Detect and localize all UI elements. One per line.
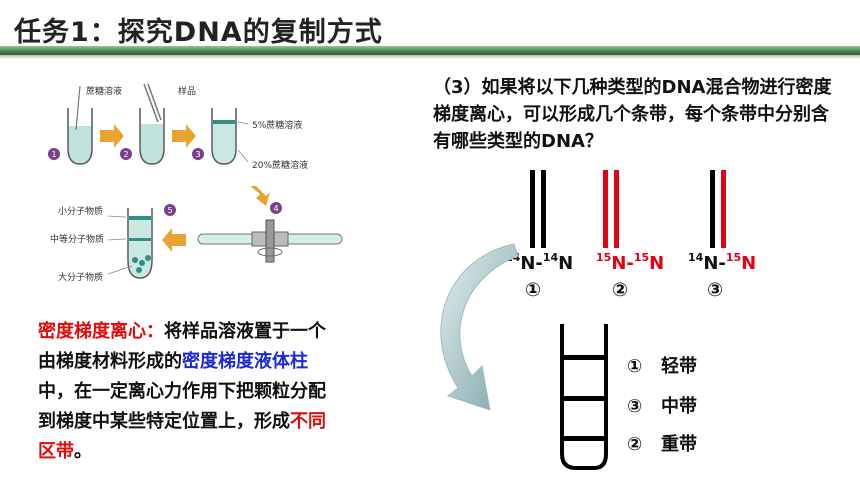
band-light xyxy=(564,355,604,360)
dna-14n-15n-strands xyxy=(710,170,726,248)
tube-3 xyxy=(211,108,237,165)
label-sucrose-solution: 蔗糖溶液 xyxy=(86,87,123,97)
arrow-1-to-2 xyxy=(100,124,124,148)
tube-5 xyxy=(127,208,153,279)
arrow-4-to-5 xyxy=(162,228,186,252)
band-heavy xyxy=(564,436,604,441)
svg-text:3: 3 xyxy=(195,150,200,159)
label-large-molecules: 大分子物质 xyxy=(58,273,104,283)
dna-14n-14n-strands xyxy=(530,170,546,248)
title-underline-shadow xyxy=(0,55,860,59)
curved-arrow xyxy=(440,243,519,411)
step-2-marker xyxy=(120,148,132,160)
svg-text:1: 1 xyxy=(51,150,56,159)
dna-label-14n-15n: 14N-15N xyxy=(688,251,757,274)
centrifugation-illustration: 1 2 3 4 xyxy=(40,80,370,290)
step-4-marker xyxy=(270,202,282,214)
label-medium-molecules: 中等分子物质 xyxy=(50,235,105,245)
step-5-marker xyxy=(164,204,176,216)
definition-highlight-blue: 密度梯度液体柱 xyxy=(182,351,308,372)
tube-1 xyxy=(67,85,93,165)
question-text: （3）如果将以下几种类型的DNA混合物进行密度梯度离心，可以形成几个条带，每个条… xyxy=(433,77,832,152)
title-underline xyxy=(0,46,860,55)
dna-number-1: ① xyxy=(525,279,542,301)
dna-number-3: ③ xyxy=(707,279,724,301)
label-small-molecules: 小分子物质 xyxy=(58,207,104,217)
step-3-marker xyxy=(192,148,204,160)
dna-number-2: ② xyxy=(612,279,629,301)
centrifuge-rotor xyxy=(197,219,343,263)
definition-part-2: 中，在一定离心力作用下把颗粒分配到梯度中某些特定位置上，形成 xyxy=(38,381,326,432)
label-sucrose-5: 5%蔗糖溶液 xyxy=(252,121,303,131)
header-bar: 任务1：探究DNA的复制方式 xyxy=(0,0,860,62)
svg-text:2: 2 xyxy=(123,150,128,159)
centrifugation-steps-svg: 1 2 3 4 xyxy=(48,83,343,279)
label-sample: 样品 xyxy=(178,87,197,97)
band-middle xyxy=(564,396,604,401)
dna-strands-svg xyxy=(530,170,726,248)
dna-15n-15n-strands xyxy=(603,170,619,248)
definition-term: 密度梯度离心： xyxy=(38,321,164,342)
definition-period: 。 xyxy=(74,441,92,462)
definition-highlight-red: 不同区带 xyxy=(38,411,326,462)
definition-paragraph: 密度梯度离心：将样品溶液置于一个由梯度材料形成的密度梯度液体柱中，在一定离心力作… xyxy=(38,317,338,467)
arrow-2-to-3 xyxy=(172,124,196,148)
band-tube xyxy=(560,324,608,470)
page-title: 任务1：探究DNA的复制方式 xyxy=(14,17,383,48)
step-1-marker xyxy=(48,148,60,160)
definition-part-1: 将样品溶液置于一个由梯度材料形成的 xyxy=(38,321,326,372)
tube-2 xyxy=(139,83,165,165)
label-sucrose-20: 20%蔗糖溶液 xyxy=(252,161,309,171)
arrow-3-to-4 xyxy=(250,186,270,206)
dna-label-15n-15n: 15N-15N xyxy=(596,251,665,274)
svg-text:5: 5 xyxy=(167,206,172,215)
svg-text:4: 4 xyxy=(273,204,278,213)
